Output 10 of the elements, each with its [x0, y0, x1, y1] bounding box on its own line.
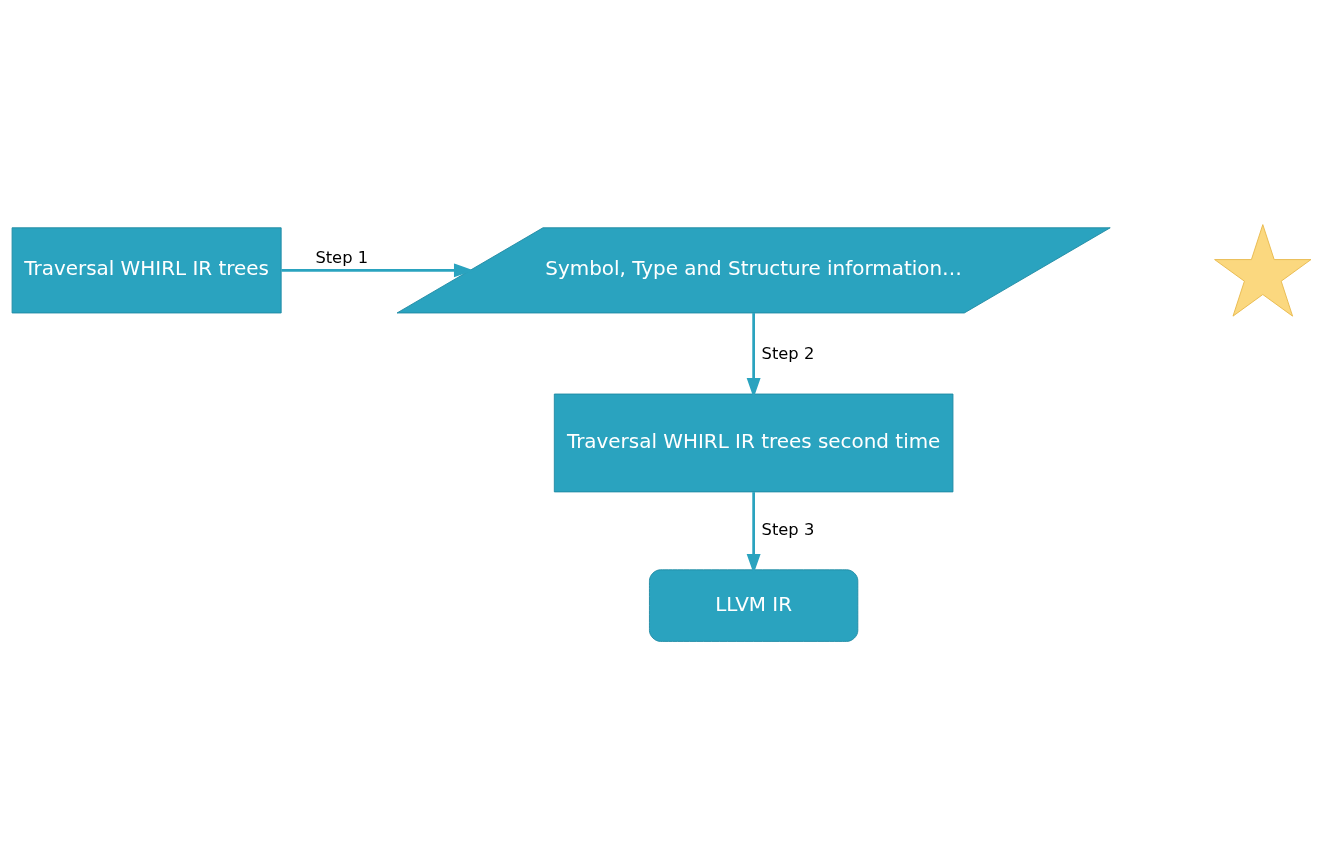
arrow: [746, 313, 761, 398]
node-box: Traversal WHIRL IR trees: [11, 227, 282, 314]
node-box: LLVM IR: [649, 569, 859, 642]
arrow: [746, 492, 761, 574]
arrow: [281, 263, 474, 278]
node-box: Traversal WHIRL IR trees second time: [553, 393, 954, 493]
node-star: [1214, 224, 1312, 317]
edge-label: Step 3: [761, 519, 815, 539]
edge-label: Step 1: [315, 247, 369, 267]
edge-label: Step 2: [761, 344, 815, 364]
